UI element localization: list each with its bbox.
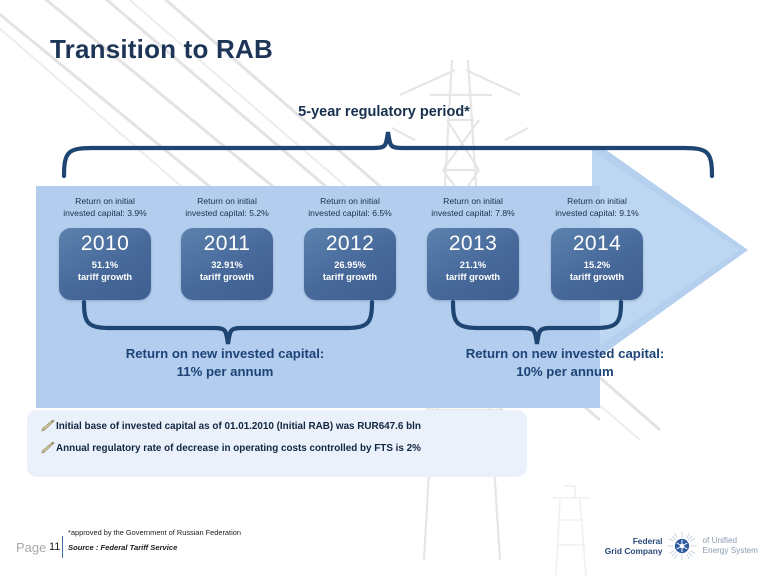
page-word-label: Page [16,540,47,555]
year-box-2012[interactable]: 2012 26.95% tariff growth [304,228,396,300]
logo-name-line2: Grid Company [604,546,663,556]
year-label: 2013 [448,232,498,255]
tariff-growth-value: 32.91% [211,260,243,270]
period-label: 5-year regulatory period* [298,104,470,120]
note-item: Annual regulatory rate of decrease in op… [39,441,515,455]
pencil-icon [41,419,55,432]
note-text: Initial base of invested capital as of 0… [56,421,421,432]
logo-sub-line1: of Unified [702,535,738,545]
logo-sub-line2: Energy System [702,546,758,555]
bottom-brace-group-1-icon [81,300,375,345]
page-divider [62,536,63,558]
tariff-growth: 51.1% tariff growth [78,259,132,283]
year-label: 2010 [80,232,130,255]
company-logo: Federal Grid Company of Unified Energy S… [605,531,758,561]
pencil-icon [41,441,55,454]
year-box-2013[interactable]: 2013 21.1% tariff growth [427,228,519,300]
tariff-growth-label: tariff growth [199,272,255,282]
source-text: Source : Federal Tariff Service [68,543,178,552]
roic-caption: Return on initial invested capital: 7.8% [411,196,535,220]
roic-line1: Return on new invested capital: [465,346,665,361]
roic-caption-line1: Return on initial [443,196,503,206]
tariff-growth: 15.2% tariff growth [570,259,624,283]
year-column-2011: Return on initial invested capital: 5.2%… [165,196,289,300]
year-label: 2014 [572,232,622,255]
tariff-growth-label: tariff growth [569,272,625,282]
tariff-growth: 21.1% tariff growth [446,259,500,283]
roic-caption-line2: invested capital: 3.9% [63,207,147,218]
tariff-growth-label: tariff growth [322,272,378,282]
notes-panel: Initial base of invested capital as of 0… [27,410,527,477]
roic-line2: 11% per annum [176,364,274,379]
year-label: 2011 [203,232,251,255]
roic-new-capital-group-2: Return on new invested capital: 10% per … [400,345,730,381]
roic-line1: Return on new invested capital: [125,346,325,361]
year-column-2013: Return on initial invested capital: 7.8%… [411,196,535,300]
logo-company-name: Federal Grid Company [605,536,663,557]
year-box-2014[interactable]: 2014 15.2% tariff growth [551,228,643,300]
tariff-growth-value: 21.1% [459,260,487,270]
tariff-growth: 32.91% tariff growth [200,259,254,283]
roic-line2: 10% per annum [516,364,614,379]
sunburst-emblem-icon [668,531,697,561]
tariff-growth: 26.95% tariff growth [323,259,377,283]
logo-name-line1: Federal [632,535,663,546]
year-box-2010[interactable]: 2010 51.1% tariff growth [59,228,151,300]
year-column-2012: Return on initial invested capital: 6.5%… [288,196,412,300]
roic-caption-line1: Return on initial [320,196,380,206]
roic-caption: Return on initial invested capital: 5.2% [165,196,289,220]
note-text: Annual regulatory rate of decrease in op… [56,443,421,454]
tariff-growth-value: 15.2% [583,260,611,270]
bottom-brace-group-2-icon [450,300,624,345]
note-item: Initial base of invested capital as of 0… [39,419,515,433]
year-column-2014: Return on initial invested capital: 9.1%… [535,196,659,300]
roic-caption-line2: invested capital: 7.8% [431,207,515,218]
tariff-growth-value: 26.95% [334,260,366,270]
roic-caption: Return on initial invested capital: 9.1% [535,196,659,220]
year-label: 2012 [325,232,375,255]
tariff-growth-label: tariff growth [77,272,133,282]
tariff-growth-label: tariff growth [445,272,501,282]
logo-subtitle: of Unified Energy System [702,536,758,557]
page-number: 11 [49,541,61,553]
roic-new-capital-group-1: Return on new invested capital: 11% per … [60,345,390,381]
roic-caption: Return on initial invested capital: 3.9% [43,196,167,220]
roic-caption-line2: invested capital: 5.2% [185,207,269,218]
roic-caption: Return on initial invested capital: 6.5% [288,196,412,220]
roic-caption-line2: invested capital: 9.1% [555,207,639,218]
footnote-text: *approved by the Government of Russian F… [68,528,241,537]
roic-caption-line1: Return on initial [75,196,135,206]
roic-caption-line1: Return on initial [197,196,257,206]
year-column-2010: Return on initial invested capital: 3.9%… [43,196,167,300]
tariff-growth-value: 51.1% [91,260,119,270]
roic-caption-line1: Return on initial [567,196,627,206]
roic-caption-line2: invested capital: 6.5% [308,207,392,218]
year-box-2011[interactable]: 2011 32.91% tariff growth [181,228,273,300]
